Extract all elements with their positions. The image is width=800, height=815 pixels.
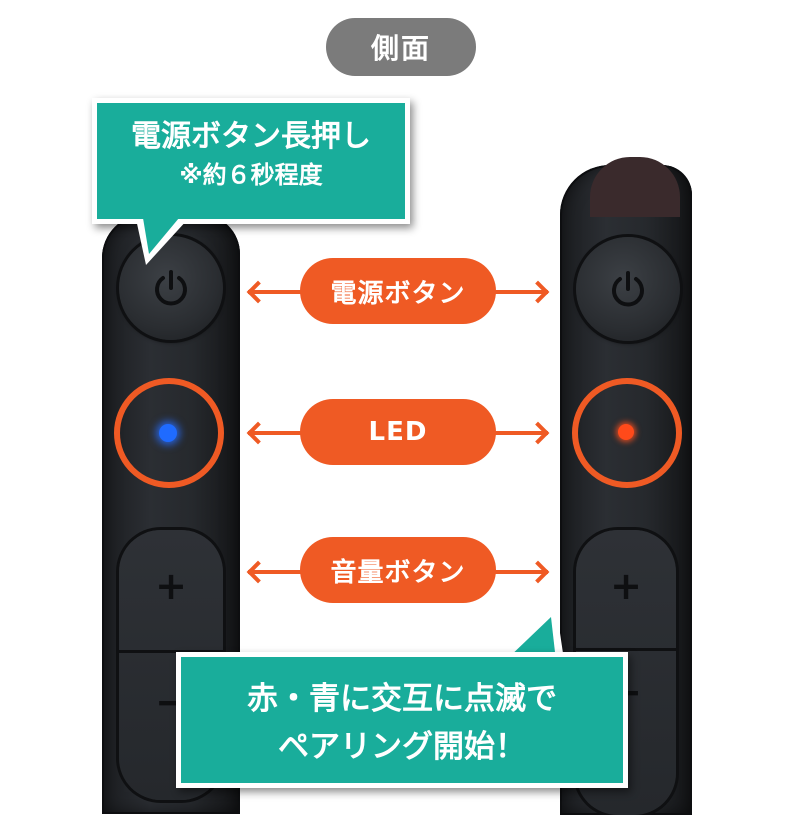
callout-long-press-title: 電源ボタン長押し <box>131 119 371 154</box>
led-label: LED <box>300 399 496 465</box>
volume-button-left[interactable]: + − <box>119 530 223 800</box>
arrow-right-icon <box>526 421 550 445</box>
arrow-right-icon <box>526 280 550 304</box>
callout-tail <box>143 218 179 254</box>
power-button-right[interactable] <box>576 237 680 341</box>
arrow-right-icon <box>526 560 550 584</box>
power-icon <box>612 271 644 307</box>
led-highlight-left <box>114 378 224 488</box>
arrow-left-icon <box>246 421 270 445</box>
volume-divider <box>119 650 223 653</box>
earpiece-left: + − <box>102 214 240 814</box>
callout-pairing: 赤・青に交互に点滅で ペアリング開始！ <box>176 652 628 788</box>
callout-pairing-line1: 赤・青に交互に点滅で <box>247 681 557 717</box>
power-icon <box>155 270 187 306</box>
led-red <box>618 424 634 440</box>
side-view-label: 側面 <box>326 18 476 76</box>
volume-divider <box>576 648 676 651</box>
led-blue <box>159 424 177 442</box>
callout-long-press: 電源ボタン長押し ※約６秒程度 <box>92 98 410 224</box>
volume-up-sign: + <box>155 564 187 608</box>
callout-long-press-note: ※約６秒程度 <box>179 161 323 189</box>
callout-pairing-line2: ペアリング開始！ <box>278 729 526 765</box>
power-button-label: 電源ボタン <box>300 258 496 324</box>
arrow-left-icon <box>246 560 270 584</box>
arrow-left-icon <box>246 280 270 304</box>
volume-button-label: 音量ボタン <box>300 537 496 603</box>
volume-up-sign: + <box>610 564 642 608</box>
led-highlight-right <box>572 378 682 488</box>
